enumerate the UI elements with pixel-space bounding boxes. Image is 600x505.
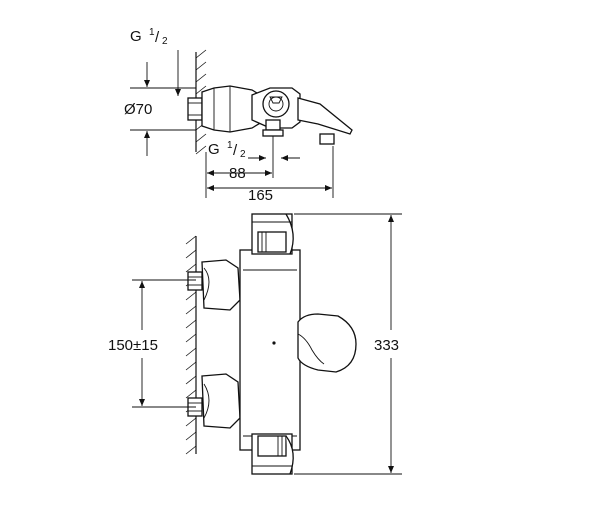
dim-165-label: 165 bbox=[248, 187, 273, 204]
front-spout bbox=[297, 313, 357, 373]
front-handle-top bbox=[251, 213, 294, 255]
side-connector bbox=[187, 97, 203, 121]
side-view: G 1 / 2 Ø70 G 1 / 2 88 bbox=[124, 27, 353, 204]
dimension-88: 88 bbox=[205, 152, 272, 198]
side-handle bbox=[251, 87, 301, 129]
thread-bottom-label: G 1 / 2 bbox=[208, 140, 300, 161]
wall-front bbox=[185, 235, 197, 455]
thread-top-num: 1 bbox=[149, 27, 155, 38]
dimension-height: 333 bbox=[294, 213, 402, 475]
height-label: 333 bbox=[374, 337, 399, 354]
side-body bbox=[201, 85, 263, 133]
diameter-dimension: Ø70 bbox=[124, 62, 196, 156]
diameter-label: Ø70 bbox=[124, 101, 152, 118]
front-view: 150±15 333 bbox=[108, 213, 402, 475]
thread-bottom-den: 2 bbox=[240, 149, 246, 160]
front-body bbox=[239, 249, 301, 451]
spacing-label: 150±15 bbox=[108, 337, 158, 354]
thread-top-den: 2 bbox=[162, 36, 168, 47]
dim-88-label: 88 bbox=[229, 165, 246, 182]
thread-bottom-num: 1 bbox=[227, 140, 233, 151]
front-handle-bottom bbox=[251, 433, 294, 475]
thread-bottom-slash: / bbox=[233, 142, 238, 159]
thread-top-label: G 1 / 2 bbox=[130, 27, 181, 96]
side-shower-outlet bbox=[262, 119, 284, 178]
dimension-spacing: 150±15 bbox=[108, 279, 196, 408]
dimension-165: 165 bbox=[207, 146, 334, 204]
thread-top-g: G bbox=[130, 28, 142, 45]
side-spout bbox=[297, 97, 353, 145]
thread-top-slash: / bbox=[155, 29, 160, 46]
thread-bottom-g: G bbox=[208, 141, 220, 158]
